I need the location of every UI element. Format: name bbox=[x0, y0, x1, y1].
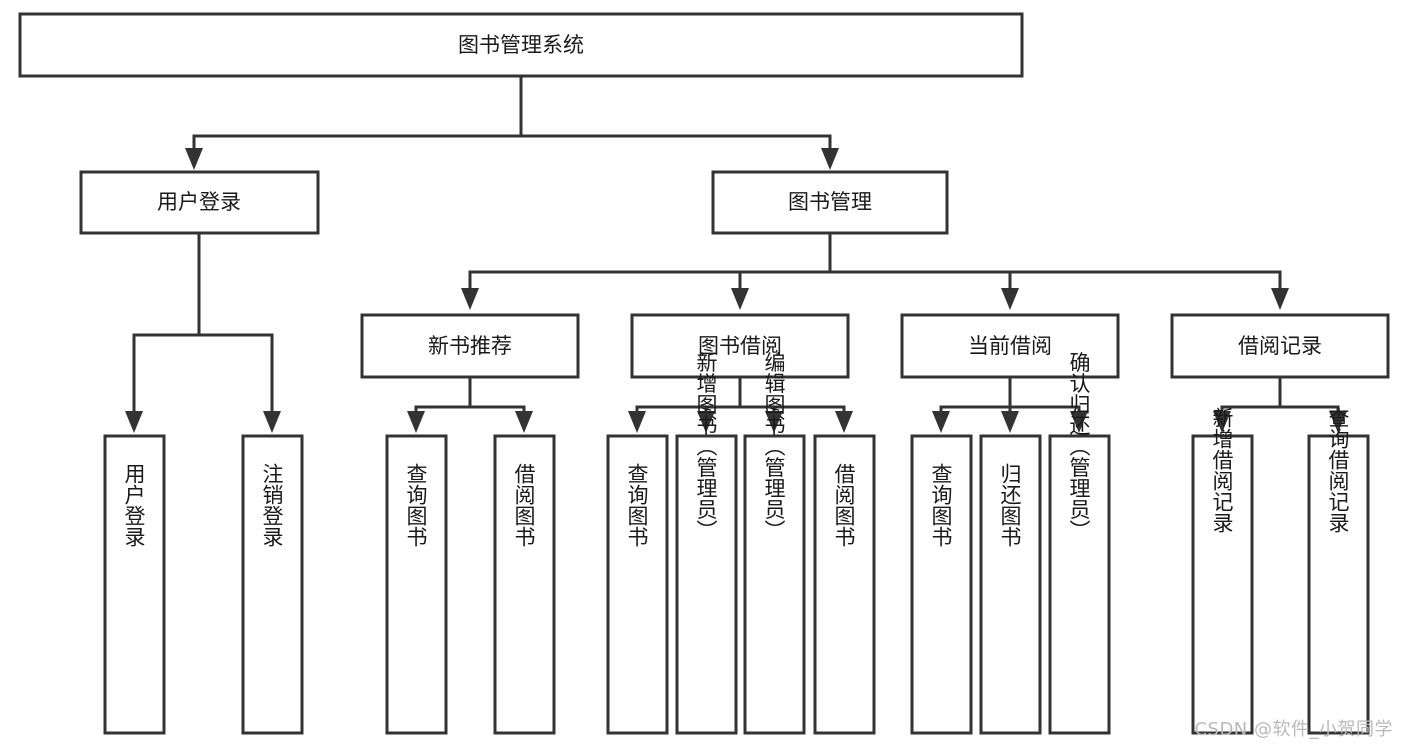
node-leaf-user-login[interactable]: 用户登录 bbox=[103, 434, 166, 735]
node-book-management-label: 图书管理 bbox=[788, 190, 872, 214]
node-user-login[interactable]: 用户登录 bbox=[79, 170, 320, 235]
node-user-login-box[interactable] bbox=[79, 170, 320, 235]
arrow-head-icon bbox=[932, 411, 950, 433]
node-leaf-user-logout[interactable]: 注销登录 bbox=[241, 434, 304, 735]
node-leaf-user-login-label: 用户登录 bbox=[122, 463, 146, 547]
node-borrow-record-box[interactable] bbox=[1170, 313, 1390, 379]
node-leaf-query-book-2-box[interactable] bbox=[606, 434, 669, 735]
arrow-head-icon bbox=[628, 411, 646, 433]
node-leaf-borrow-book-1-box[interactable] bbox=[493, 434, 556, 735]
node-user-login-label: 用户登录 bbox=[157, 190, 241, 214]
arrow-head-icon bbox=[125, 411, 143, 433]
edge-layer bbox=[125, 74, 1347, 433]
node-root-label: 图书管理系统 bbox=[458, 33, 584, 57]
arrow-head-icon bbox=[461, 288, 479, 310]
node-leaf-borrow-book-1-label: 借阅图书 bbox=[512, 463, 536, 547]
node-leaf-confirm-return-label: 确认归还（管理员） bbox=[1067, 352, 1091, 541]
node-new-book-recommend-box[interactable] bbox=[360, 313, 580, 379]
node-leaf-query-book-1-label: 查询图书 bbox=[404, 463, 428, 547]
node-leaf-query-record-label: 查询借阅记录 bbox=[1326, 407, 1350, 533]
node-current-borrow-label: 当前借阅 bbox=[968, 334, 1052, 358]
arrow-head-icon bbox=[821, 148, 839, 170]
node-leaf-add-book[interactable]: 新增图书（管理员） bbox=[675, 352, 738, 735]
node-book-borrow[interactable]: 图书借阅 bbox=[630, 313, 850, 379]
node-leaf-add-book-box[interactable] bbox=[675, 434, 738, 735]
arrow-head-icon bbox=[185, 148, 203, 170]
node-leaf-edit-book-label: 编辑图书（管理员） bbox=[762, 352, 786, 541]
node-leaf-return-book[interactable]: 归还图书 bbox=[979, 434, 1042, 735]
node-leaf-borrow-book-1[interactable]: 借阅图书 bbox=[493, 434, 556, 735]
node-root-box[interactable] bbox=[18, 12, 1024, 78]
node-current-borrow[interactable]: 当前借阅 bbox=[900, 313, 1120, 379]
node-leaf-add-record-label: 新增借阅记录 bbox=[1210, 407, 1234, 533]
node-leaf-query-book-1[interactable]: 查询图书 bbox=[385, 434, 448, 735]
arrow-head-icon bbox=[263, 411, 281, 433]
arrow-head-icon bbox=[1001, 411, 1019, 433]
node-leaf-confirm-return-box[interactable] bbox=[1048, 434, 1111, 735]
node-book-borrow-box[interactable] bbox=[630, 313, 850, 379]
node-leaf-add-record-box[interactable] bbox=[1191, 434, 1254, 735]
node-leaf-borrow-book-2-box[interactable] bbox=[813, 434, 876, 735]
node-leaf-add-book-label: 新增图书（管理员） bbox=[694, 352, 718, 541]
node-leaf-query-book-3-label: 查询图书 bbox=[929, 463, 953, 547]
arrow-head-icon bbox=[407, 411, 425, 433]
node-leaf-return-book-label: 归还图书 bbox=[998, 463, 1022, 547]
node-borrow-record[interactable]: 借阅记录 bbox=[1170, 313, 1390, 379]
node-leaf-query-book-2-label: 查询图书 bbox=[625, 463, 649, 547]
node-book-management-box[interactable] bbox=[711, 170, 949, 235]
node-leaf-query-record[interactable]: 查询借阅记录 bbox=[1307, 407, 1370, 735]
node-root[interactable]: 图书管理系统 bbox=[18, 12, 1024, 78]
node-leaf-borrow-book-2[interactable]: 借阅图书 bbox=[813, 434, 876, 735]
node-leaf-user-logout-box[interactable] bbox=[241, 434, 304, 735]
node-leaf-query-record-box[interactable] bbox=[1307, 434, 1370, 735]
node-leaf-return-book-box[interactable] bbox=[979, 434, 1042, 735]
node-leaf-query-book-2[interactable]: 查询图书 bbox=[606, 434, 669, 735]
arrow-head-icon bbox=[1001, 288, 1019, 310]
node-book-management[interactable]: 图书管理 bbox=[711, 170, 949, 235]
arrow-head-icon bbox=[515, 411, 533, 433]
node-new-book-recommend[interactable]: 新书推荐 bbox=[360, 313, 580, 379]
node-leaf-add-record[interactable]: 新增借阅记录 bbox=[1191, 407, 1254, 735]
node-leaf-edit-book[interactable]: 编辑图书（管理员） bbox=[743, 352, 806, 735]
node-leaf-edit-book-box[interactable] bbox=[743, 434, 806, 735]
node-leaf-user-login-box[interactable] bbox=[103, 434, 166, 735]
arrow-head-icon bbox=[1271, 288, 1289, 310]
node-current-borrow-box[interactable] bbox=[900, 313, 1120, 379]
node-new-book-recommend-label: 新书推荐 bbox=[428, 334, 512, 358]
node-leaf-confirm-return[interactable]: 确认归还（管理员） bbox=[1048, 352, 1111, 735]
node-leaf-query-book-1-box[interactable] bbox=[385, 434, 448, 735]
node-leaf-query-book-3[interactable]: 查询图书 bbox=[910, 434, 973, 735]
node-leaf-borrow-book-2-label: 借阅图书 bbox=[832, 463, 856, 547]
node-book-borrow-label: 图书借阅 bbox=[698, 334, 782, 358]
node-leaf-user-logout-label: 注销登录 bbox=[260, 463, 284, 547]
arrow-head-icon bbox=[731, 288, 749, 310]
node-leaf-query-book-3-box[interactable] bbox=[910, 434, 973, 735]
node-borrow-record-label: 借阅记录 bbox=[1238, 334, 1322, 358]
arrow-head-icon bbox=[835, 411, 853, 433]
